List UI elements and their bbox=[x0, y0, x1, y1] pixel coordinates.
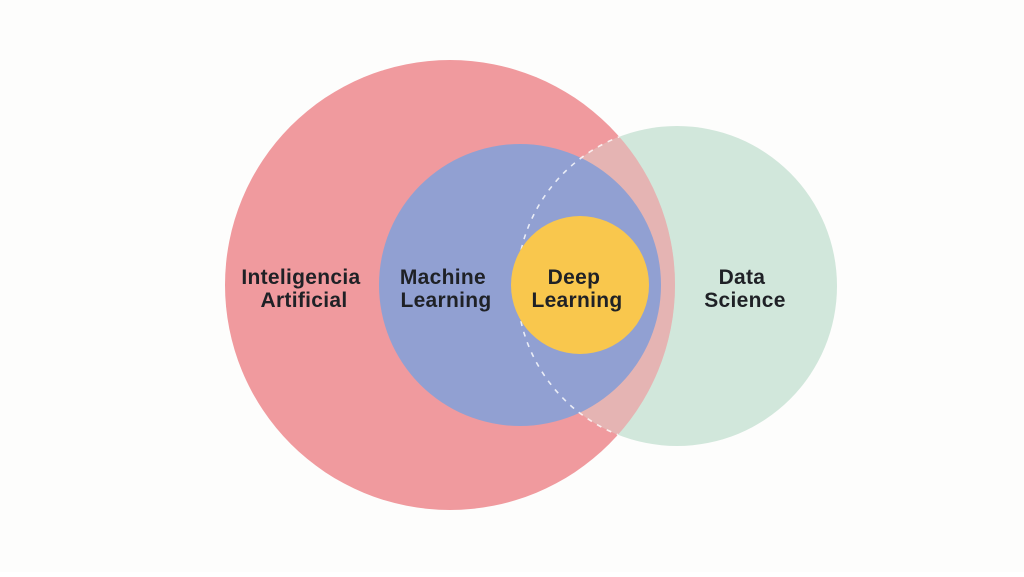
inteligencia-artificial-label: Inteligencia Artificial bbox=[241, 266, 366, 312]
data-science-label-line2: Science bbox=[704, 289, 786, 312]
data-science-label-line1: Data bbox=[719, 266, 766, 289]
machine-learning-label-line2: Learning bbox=[400, 289, 491, 312]
machine-learning-label-line1: Machine bbox=[400, 266, 486, 289]
data-science-label: Data Science bbox=[704, 266, 786, 312]
deep-learning-label-line1: Deep bbox=[548, 266, 601, 289]
inteligencia-artificial-label-line1: Inteligencia bbox=[241, 266, 360, 289]
deep-learning-label: Deep Learning bbox=[531, 266, 622, 312]
inteligencia-artificial-label-line2: Artificial bbox=[260, 289, 347, 312]
deep-learning-circle bbox=[511, 216, 649, 354]
machine-learning-label: Machine Learning bbox=[400, 266, 492, 312]
deep-learning-label-line2: Learning bbox=[531, 289, 622, 312]
